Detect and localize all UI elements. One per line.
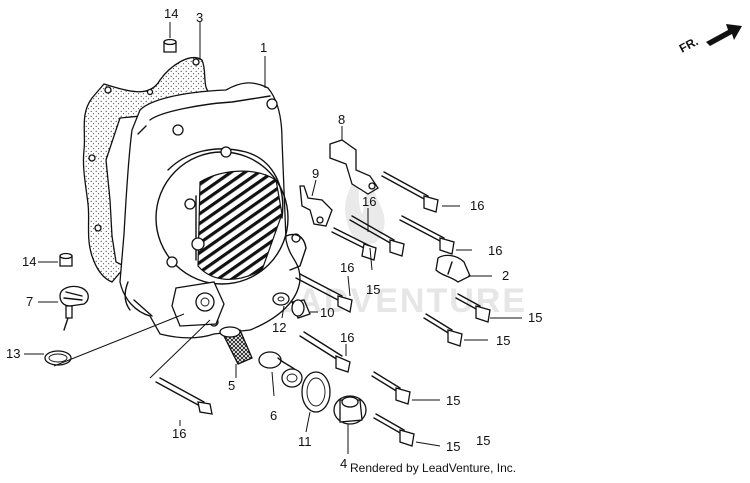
washer-12-part (272, 292, 290, 306)
watermark-flame-icon (345, 168, 385, 245)
dowel-collar-top-part (163, 38, 177, 53)
clamp-2-part (435, 254, 471, 283)
bolt-part (299, 331, 351, 373)
bolt-part (455, 293, 491, 323)
case-cover-part (119, 82, 307, 339)
bolt-part (295, 273, 353, 313)
callout-16-d: 16 (340, 260, 354, 275)
callout-3: 3 (196, 10, 203, 25)
callout-14-left: 14 (22, 254, 36, 269)
callout-10: 10 (320, 305, 334, 320)
callout-labels: 14 3 1 8 9 16 16 16 16 14 7 13 2 15 12 1… (6, 6, 542, 471)
sealing-plug-10-part (291, 299, 311, 319)
callout-11: 11 (298, 434, 312, 449)
callout-12: 12 (272, 320, 286, 335)
front-arrow-icon (706, 24, 742, 46)
callout-15-f: 15 (476, 433, 490, 448)
bolt-group (155, 171, 491, 447)
callout-16-e: 16 (340, 330, 354, 345)
front-direction-indicator: FR. (677, 24, 742, 56)
o-ring-13-part (44, 350, 72, 366)
callout-15-a: 15 (366, 282, 380, 297)
callout-15-b: 15 (528, 310, 542, 325)
leader-lines (24, 22, 522, 454)
callout-16-b: 16 (470, 198, 484, 213)
oil-dipstick-part (59, 285, 89, 331)
callout-14-top: 14 (164, 6, 178, 21)
callout-13: 13 (6, 346, 20, 361)
callout-16-f: 16 (172, 426, 186, 441)
callout-15-d: 15 (446, 393, 460, 408)
bolt-part (423, 313, 463, 347)
bracket-8-part (329, 139, 379, 195)
callout-6: 6 (270, 408, 277, 423)
callout-16-a: 16 (362, 194, 376, 209)
callout-15-e: 15 (446, 439, 460, 454)
callout-5: 5 (228, 378, 235, 393)
callout-1: 1 (260, 40, 267, 55)
bracket-9-part (299, 185, 333, 227)
dowel-collar-left-part (59, 252, 73, 267)
bolt-part (155, 377, 213, 415)
bolt-part (399, 215, 455, 255)
bolt-part (331, 227, 377, 261)
bolt-part (349, 215, 405, 257)
footer-credit: Rendered by LeadVenture, Inc. (350, 461, 516, 475)
bolt-part (371, 371, 411, 405)
spring-part (258, 351, 303, 388)
callout-7: 7 (26, 294, 33, 309)
callout-16-c: 16 (488, 243, 502, 258)
callout-8: 8 (338, 112, 345, 127)
o-ring-11-part (301, 371, 331, 413)
callout-2: 2 (502, 268, 509, 283)
oil-strainer-part (219, 326, 253, 365)
bolt-part (381, 171, 439, 213)
callout-15-c: 15 (496, 333, 510, 348)
drain-plug-part (333, 395, 367, 425)
front-label: FR. (677, 34, 701, 55)
callout-9: 9 (312, 166, 319, 181)
bolt-part (373, 413, 415, 447)
callout-4: 4 (340, 456, 347, 471)
